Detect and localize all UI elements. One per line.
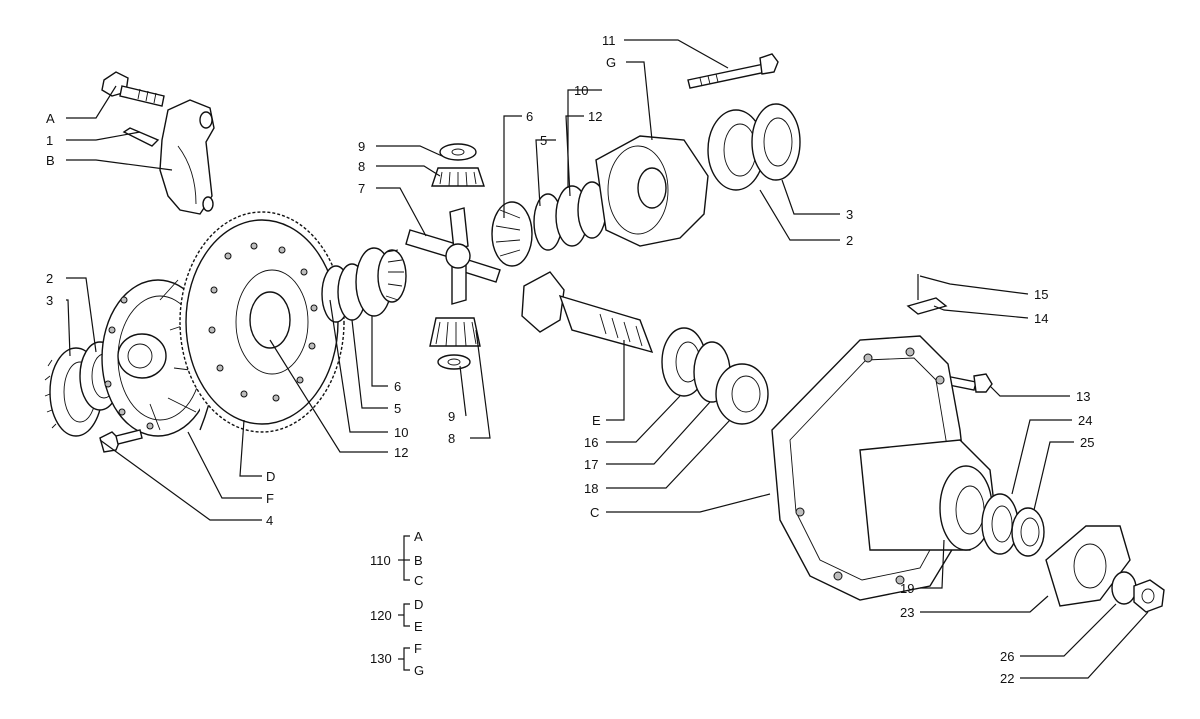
washer-26-nut-22 <box>1111 571 1165 613</box>
callout-a: A <box>46 111 55 126</box>
callout-23: 23 <box>900 605 914 620</box>
group-130-code: 130 <box>370 651 392 666</box>
pinion-bearings <box>661 327 769 425</box>
drive-pinion-e <box>521 271 654 354</box>
callout-9-top: 9 <box>358 139 365 154</box>
side-gear-left <box>321 247 407 323</box>
callout-13: 13 <box>1076 389 1090 404</box>
callout-5-top: 5 <box>540 133 547 148</box>
callout-3-right: 3 <box>846 207 853 222</box>
callout-22: 22 <box>1000 671 1014 686</box>
bolt-a <box>101 71 165 107</box>
callout-2-left: 2 <box>46 271 53 286</box>
group-120-code: 120 <box>370 608 392 623</box>
seals-24-25 <box>981 493 1045 557</box>
callout-b: B <box>46 153 55 168</box>
callout-12-left: 12 <box>394 445 408 460</box>
callout-7: 7 <box>358 181 365 196</box>
side-gear-right <box>491 181 607 267</box>
bearing-right <box>707 103 801 191</box>
callout-11: 11 <box>602 33 616 48</box>
group-110: 110 A B C <box>370 529 423 588</box>
bolt-11 <box>687 53 779 89</box>
group-120: 120 D E <box>370 597 423 634</box>
callout-10-left: 10 <box>394 425 408 440</box>
pin-15-plate-14 <box>906 274 948 315</box>
group-110-letter-b: B <box>414 553 423 568</box>
callout-1: 1 <box>46 133 53 148</box>
group-110-letter-c: C <box>414 573 423 588</box>
callout-19: 19 <box>900 581 914 596</box>
bearing-cap-b <box>159 99 215 215</box>
pin-1 <box>122 127 160 147</box>
callout-d: D <box>266 469 275 484</box>
callout-10-top: 10 <box>574 83 588 98</box>
callout-9-bottom: 9 <box>448 409 455 424</box>
callout-15: 15 <box>1034 287 1048 302</box>
callout-3-left: 3 <box>46 293 53 308</box>
spider-cross-7 <box>405 207 501 305</box>
callout-4: 4 <box>266 513 273 528</box>
callout-12-top: 12 <box>588 109 602 124</box>
callout-g: G <box>606 55 616 70</box>
pinion-gear-top <box>431 143 485 187</box>
callout-8-bottom: 8 <box>448 431 455 446</box>
callout-14: 14 <box>1034 311 1048 326</box>
group-130-letter-f: F <box>414 641 422 656</box>
callout-26: 26 <box>1000 649 1014 664</box>
group-120-letter-e: E <box>414 619 423 634</box>
group-120-letter-d: D <box>414 597 423 612</box>
callout-5-left: 5 <box>394 401 401 416</box>
callout-17: 17 <box>584 457 598 472</box>
callout-25: 25 <box>1080 435 1094 450</box>
callout-6-left: 6 <box>394 379 401 394</box>
callout-8-top: 8 <box>358 159 365 174</box>
callout-24: 24 <box>1078 413 1092 428</box>
group-legend: 110 A B C 120 D E 130 F G <box>370 529 424 678</box>
leader-lines <box>66 39 1149 679</box>
callout-18: 18 <box>584 481 598 496</box>
callout-labels: A 1 B 2 3 4 F D 12 10 5 6 9 8 7 9 8 6 5 … <box>46 33 1094 686</box>
differential-case-g <box>595 135 709 247</box>
group-130-letter-g: G <box>414 663 424 678</box>
callout-2-right: 2 <box>846 233 853 248</box>
ring-gear-d <box>179 211 345 433</box>
group-110-letter-a: A <box>414 529 423 544</box>
callout-6-top: 6 <box>526 109 533 124</box>
callout-f: F <box>266 491 274 506</box>
bolt-4 <box>99 429 143 453</box>
housing-c <box>771 335 997 601</box>
group-130: 130 F G <box>370 641 424 678</box>
callout-16: 16 <box>584 435 598 450</box>
callout-c: C <box>590 505 599 520</box>
pinion-gear-bottom <box>429 317 481 370</box>
group-110-code: 110 <box>370 553 391 568</box>
flange-23 <box>1045 525 1131 607</box>
callout-e: E <box>592 413 601 428</box>
